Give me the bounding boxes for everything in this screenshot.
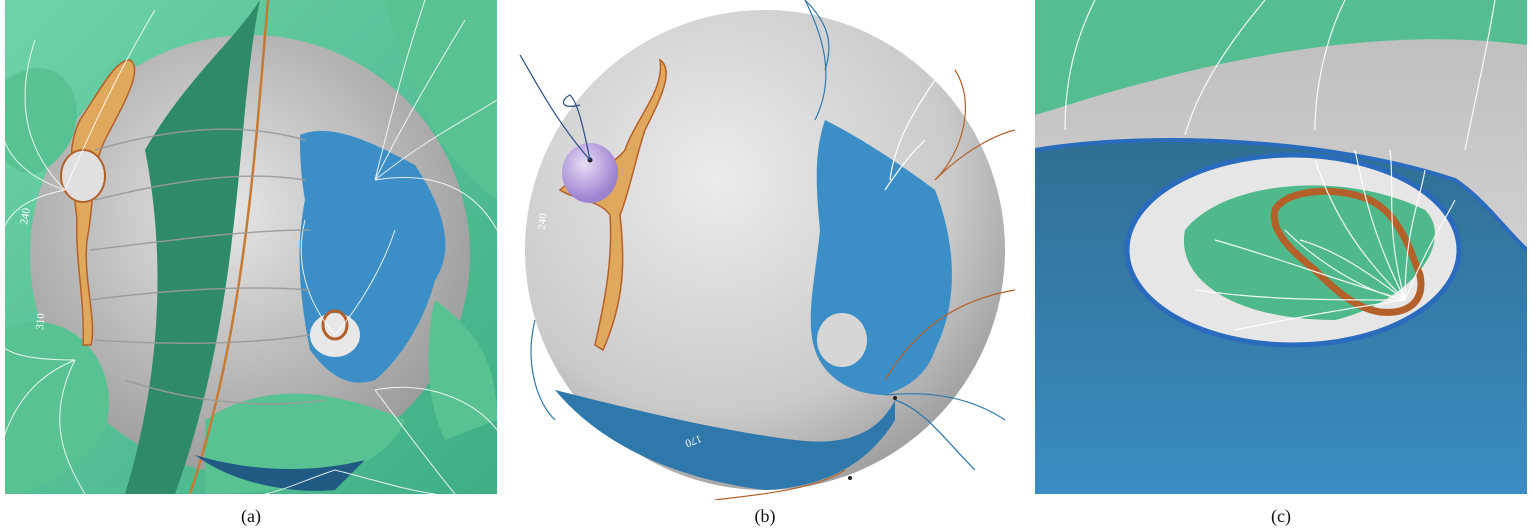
brown-loop <box>1270 187 1425 316</box>
orange-region-hole <box>60 149 106 203</box>
caption-a: (a) <box>241 506 261 526</box>
null-point <box>848 476 852 480</box>
orange-region <box>70 59 136 346</box>
blue-strip <box>555 390 895 490</box>
null-point <box>893 396 897 400</box>
green-patch <box>428 300 497 440</box>
brown-loop <box>321 309 349 341</box>
orange-edge <box>188 0 270 494</box>
green-patch <box>385 0 497 200</box>
caption-b: (b) <box>754 506 776 526</box>
orange-region <box>558 58 667 352</box>
sphere-label: 240 <box>18 207 33 226</box>
sphere-label: 170 <box>683 432 703 449</box>
sphere-label: 310 <box>567 76 584 96</box>
blue-region-hole <box>817 313 867 367</box>
sphere-field-lines <box>89 128 326 405</box>
purple-bubble <box>562 143 618 203</box>
green-wedge <box>125 0 260 494</box>
panel-c <box>1035 0 1527 494</box>
green-surface <box>1035 0 1527 115</box>
panel-a: 240 310 <box>5 0 497 494</box>
sphere-label: 240 <box>536 212 549 230</box>
caption-c: (c) <box>1271 506 1291 526</box>
panel-c-image <box>1035 0 1527 494</box>
blue-strip <box>195 455 365 491</box>
panel-b: 310 240 310 170 <box>515 0 1015 500</box>
field-lines <box>519 0 1015 500</box>
field-lines <box>1064 0 1496 331</box>
green-patch <box>5 68 77 174</box>
panel-b-image: 310 240 310 170 <box>519 0 1015 500</box>
field-lines <box>5 0 497 494</box>
sphere-label: 310 <box>533 348 548 367</box>
sphere-label: 310 <box>34 312 47 330</box>
blue-region-edge <box>1035 138 1527 252</box>
green-patch <box>5 322 109 494</box>
panel-a-image: 240 310 <box>5 0 497 494</box>
